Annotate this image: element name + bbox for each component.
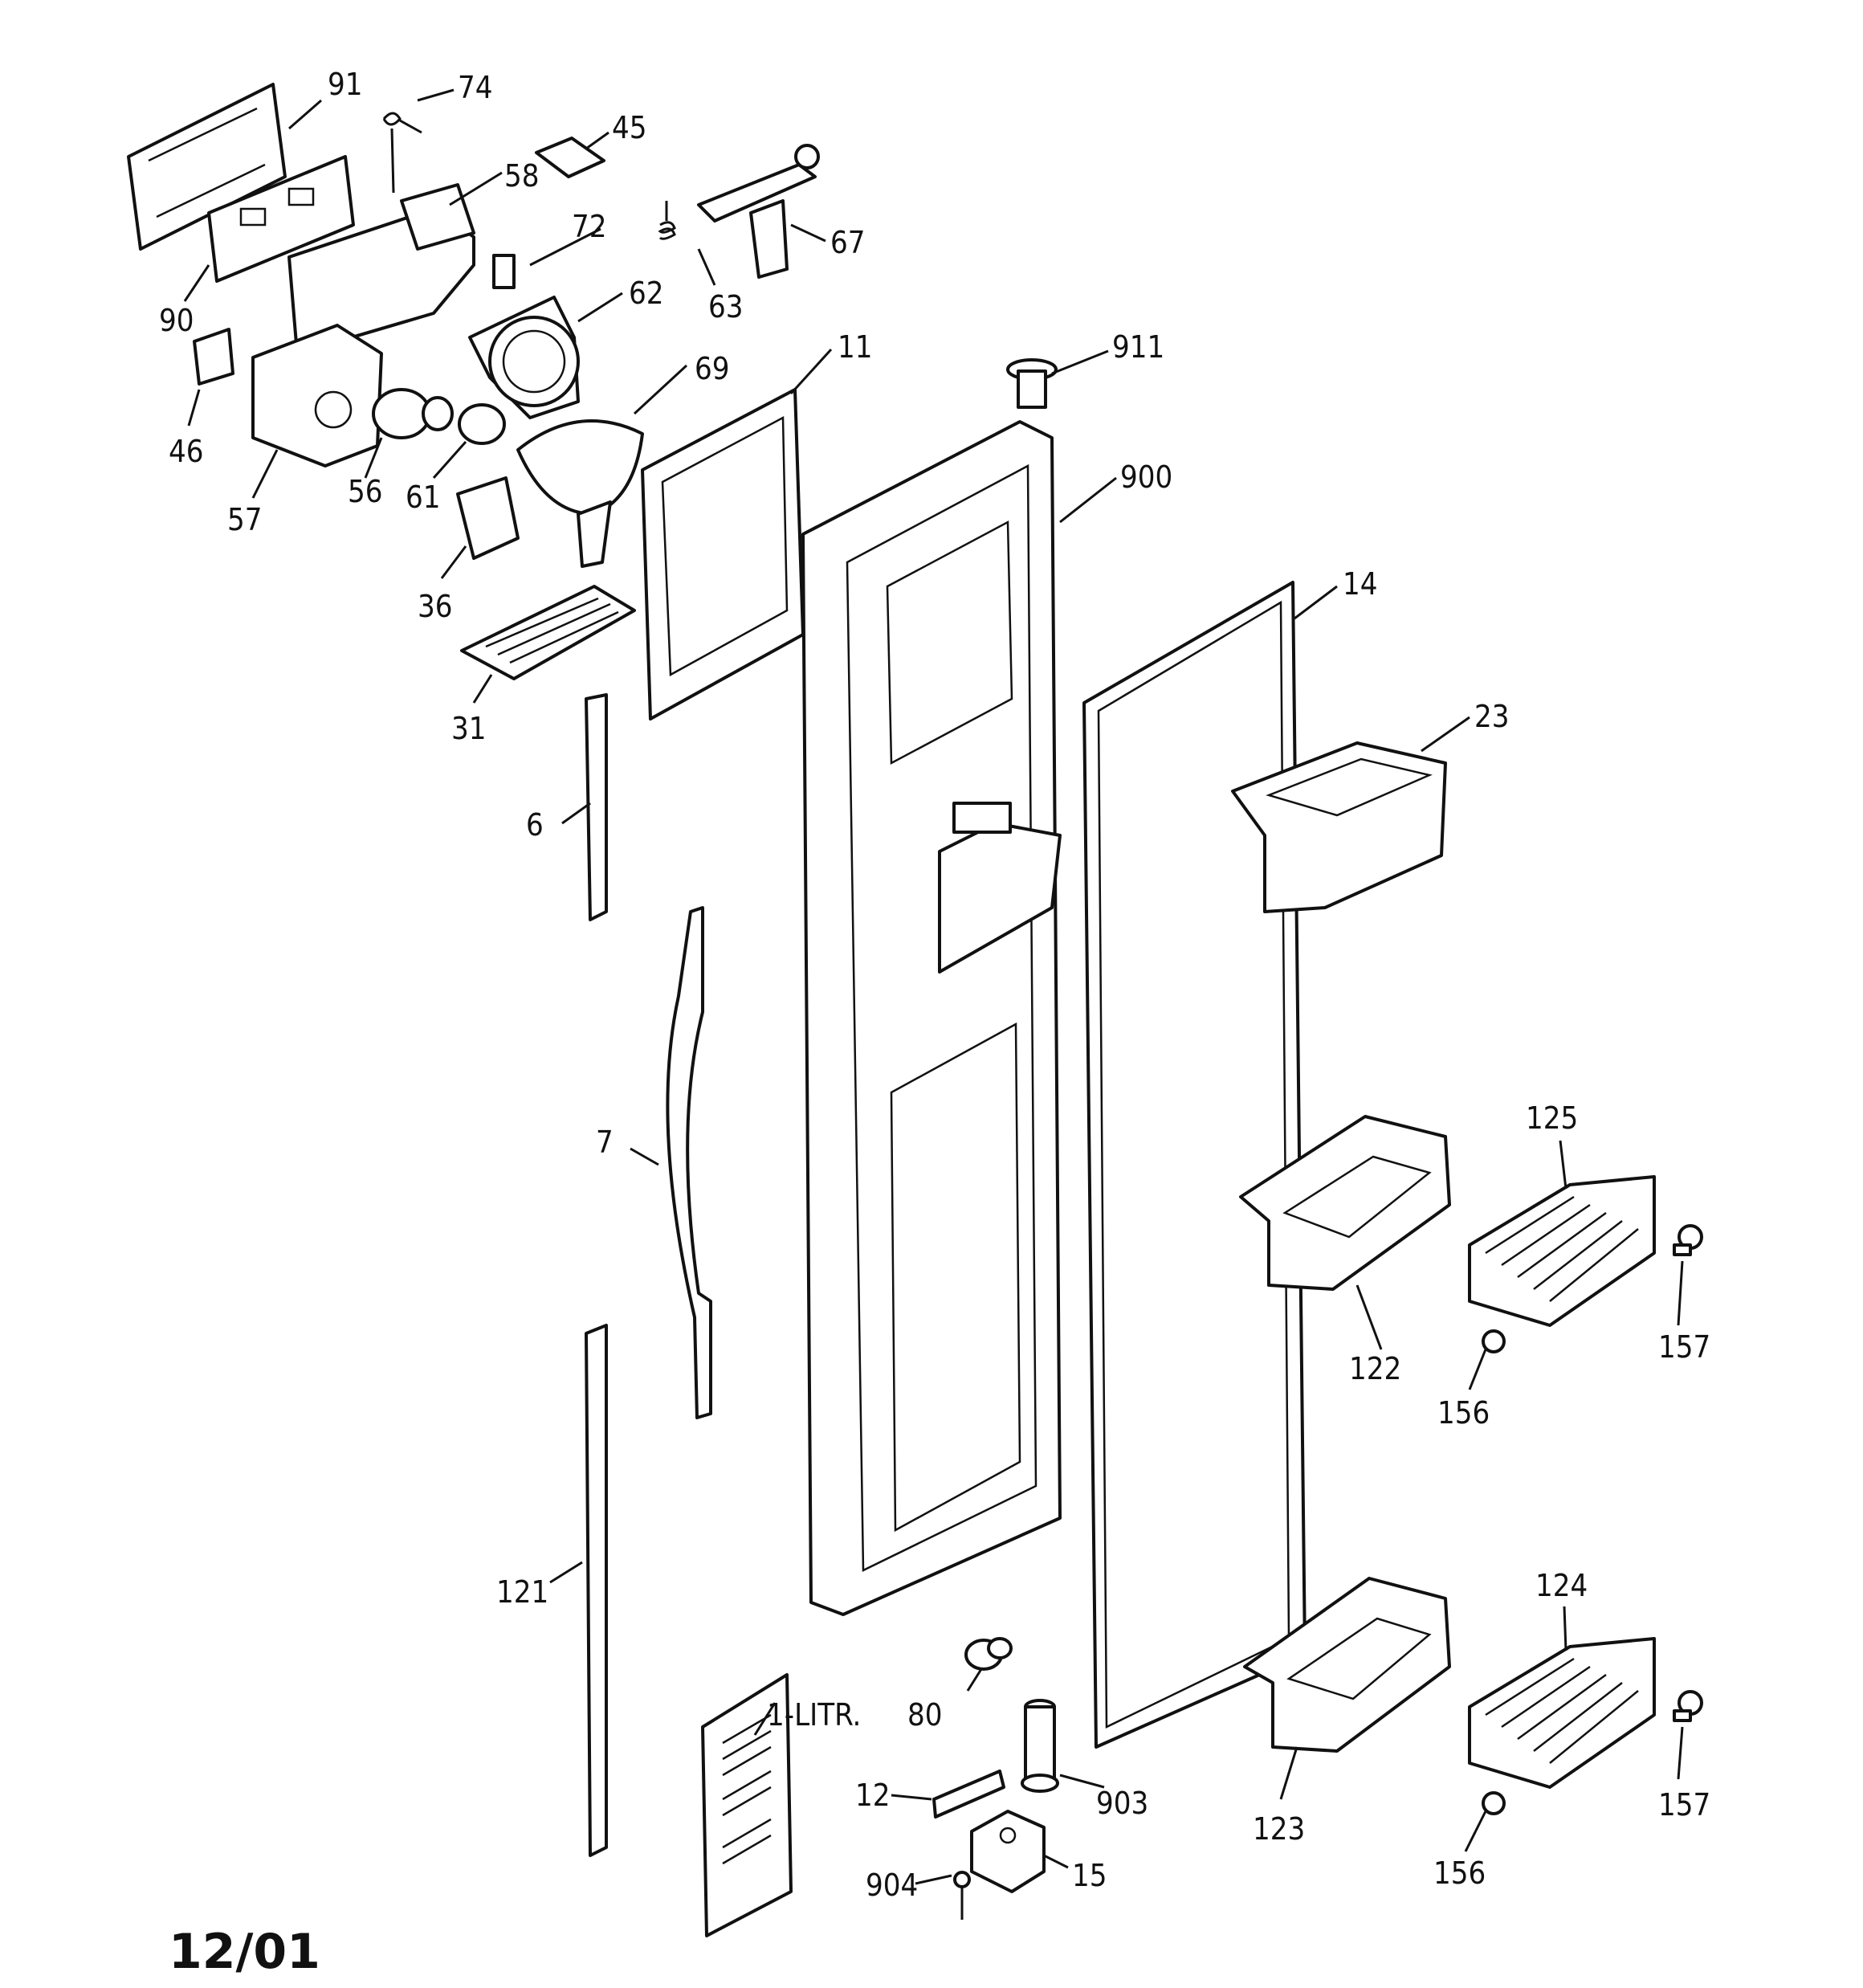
callout-156-upper: 156 xyxy=(1437,1395,1490,1431)
part-control-plate xyxy=(127,83,287,251)
callout-62: 62 xyxy=(629,276,664,311)
part-coupler-61 xyxy=(458,403,506,445)
callout-156-lower: 156 xyxy=(1433,1855,1486,1891)
callout-157-upper: 157 xyxy=(1658,1329,1710,1365)
callout-903: 903 xyxy=(1096,1786,1148,1821)
callout-125: 125 xyxy=(1526,1100,1578,1136)
part-wire-basket-124 xyxy=(1468,1637,1656,1789)
callout-123: 123 xyxy=(1253,1811,1305,1847)
callout-12: 12 xyxy=(855,1778,891,1813)
callout-74: 74 xyxy=(458,70,493,105)
callout-911: 911 xyxy=(1112,329,1164,365)
callout-122: 122 xyxy=(1349,1351,1401,1386)
part-actuator-67 xyxy=(697,144,820,279)
part-motor-box xyxy=(251,324,383,467)
part-bin-23 xyxy=(1231,741,1447,913)
part-circuit-board xyxy=(207,155,355,283)
callout-91: 91 xyxy=(328,67,363,102)
callout-157-lower: 157 xyxy=(1658,1787,1710,1823)
part-clip-157-upper xyxy=(1673,1224,1703,1256)
part-tube-903 xyxy=(1021,1699,1059,1793)
callout-45: 45 xyxy=(612,110,647,145)
callout-labels: 91 74 45 58 72 67 63 62 90 46 57 56 61 6… xyxy=(159,67,1710,1903)
callout-11: 11 xyxy=(838,329,873,365)
callout-15: 15 xyxy=(1072,1858,1107,1893)
part-bracket-45 xyxy=(535,137,605,178)
part-dispenser-frame xyxy=(641,388,805,720)
callout-36: 36 xyxy=(418,589,453,624)
part-handle-7 xyxy=(666,906,712,1419)
callout-72: 72 xyxy=(572,209,607,244)
part-bushing-911 xyxy=(1006,358,1058,409)
part-grille-tray xyxy=(460,585,636,680)
callout-124: 124 xyxy=(1535,1568,1588,1603)
part-wire-basket-125 xyxy=(1468,1175,1656,1327)
part-gasket-14 xyxy=(1082,581,1307,1749)
callout-121: 121 xyxy=(496,1574,548,1610)
part-literature xyxy=(701,1673,793,1937)
part-switch-46 xyxy=(193,328,234,386)
part-bracket-36 xyxy=(456,476,520,560)
callout-7: 7 xyxy=(596,1125,614,1160)
callout-61: 61 xyxy=(406,480,441,515)
callout-31: 31 xyxy=(451,711,487,746)
callout-56: 56 xyxy=(348,474,383,509)
part-chute-69 xyxy=(516,419,644,568)
callout-90: 90 xyxy=(159,303,194,338)
part-clip-156-upper xyxy=(1482,1329,1506,1353)
callout-6: 6 xyxy=(526,807,544,843)
part-trim-121 xyxy=(585,1324,608,1857)
part-spring-74 xyxy=(382,112,422,194)
callout-23: 23 xyxy=(1474,699,1510,734)
part-screw-904 xyxy=(953,1871,971,1920)
part-strip-12 xyxy=(932,1770,1005,1819)
part-trim-6 xyxy=(585,693,608,921)
part-bin-122 xyxy=(1239,1115,1451,1291)
part-spring-63 xyxy=(658,201,676,240)
callout-67: 67 xyxy=(830,225,866,260)
callout-69: 69 xyxy=(695,351,730,386)
part-motor-56 xyxy=(372,388,454,439)
part-plug-80 xyxy=(964,1637,1013,1671)
part-clip-157-lower xyxy=(1673,1690,1703,1722)
part-ring-housing xyxy=(468,296,580,419)
part-switch-72 xyxy=(492,254,516,289)
callout-14: 14 xyxy=(1343,566,1378,602)
callout-63: 63 xyxy=(708,289,744,325)
date-code: 12/01 xyxy=(169,1924,320,1980)
callout-80: 80 xyxy=(907,1697,943,1733)
part-clip-156-lower xyxy=(1482,1791,1506,1815)
callout-904: 904 xyxy=(866,1868,918,1903)
callout-57: 57 xyxy=(227,502,263,537)
part-bin-123 xyxy=(1243,1577,1451,1753)
part-hinge-15 xyxy=(970,1810,1046,1893)
callout-58: 58 xyxy=(504,158,540,194)
part-door-900 xyxy=(801,420,1062,1616)
leader-lines xyxy=(183,88,1684,1885)
callout-900: 900 xyxy=(1120,459,1172,495)
callout-46: 46 xyxy=(169,434,204,469)
callout-literature: 1-LITR. xyxy=(767,1697,861,1733)
